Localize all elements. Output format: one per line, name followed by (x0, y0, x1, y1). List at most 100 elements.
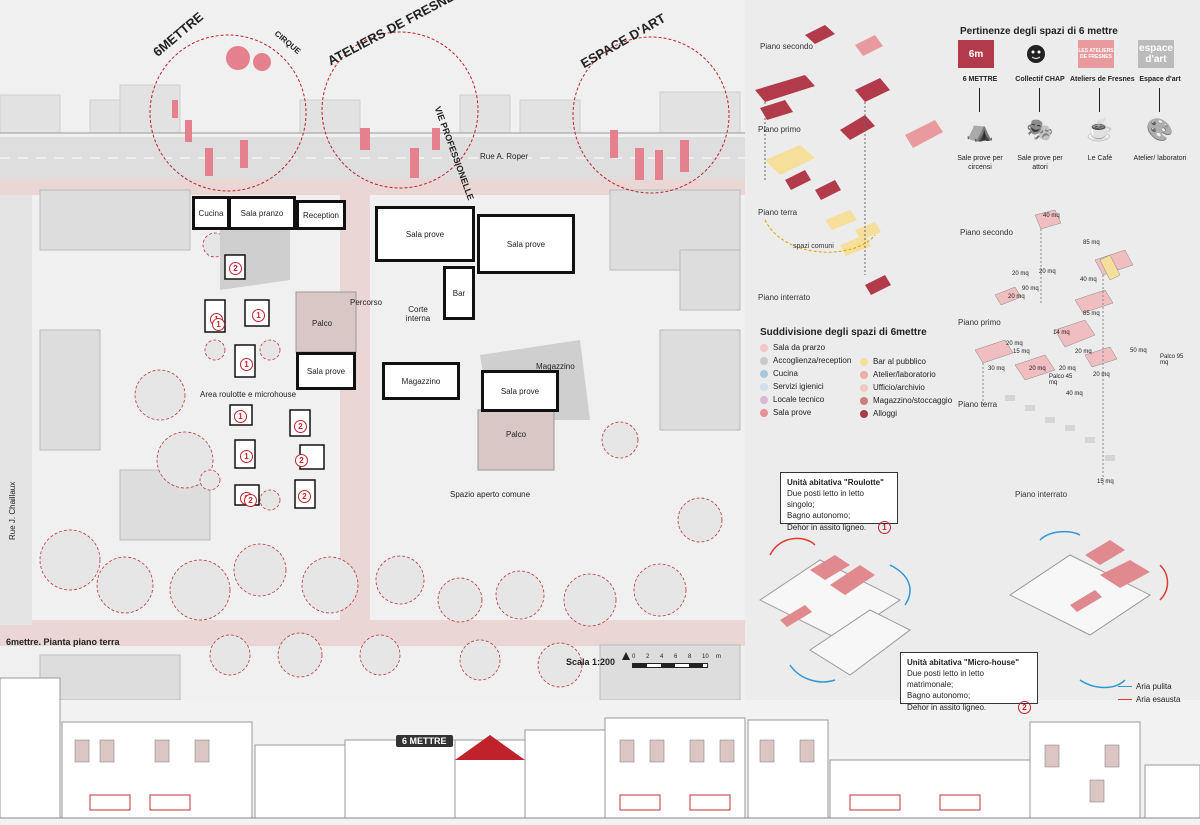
legend-label: Sala prove (773, 408, 812, 417)
label-percorso: Percorso (350, 298, 383, 307)
down-arrow-icon (979, 88, 980, 112)
legend-swatch (860, 396, 868, 405)
microhouse-line-3: Dehor in assito ligneo. (907, 703, 987, 712)
legend-item: Cucina (760, 367, 851, 380)
axo-spazi-comuni: spazi comuni (793, 243, 834, 250)
areas-floor-secondo: Piano secondo (960, 228, 1013, 237)
street-label-chaillaux: Rue J. Chaillaux (8, 481, 17, 540)
scale-tick: 4 (660, 654, 664, 660)
pertinenze-title: Pertinenze degli spazi di 6 mettre (960, 26, 1118, 37)
scale-line (632, 663, 708, 668)
down-arrow-icon (1159, 88, 1160, 112)
legend-label: Cucina (773, 369, 798, 378)
area-label: 20 mq (1039, 269, 1056, 275)
area-label: 30 mq (988, 366, 1005, 372)
area-label: 40 mq (1080, 277, 1097, 283)
legend-label: Servizi igienici (773, 382, 824, 391)
unit-isometrics (759, 530, 1169, 689)
legend-item: Ufficio/archivio (860, 381, 952, 394)
microhouse-number: 2 (1018, 701, 1031, 714)
legend-item: Bar al pubblico (860, 355, 952, 368)
axo-floor-terra: Piano terra (758, 208, 798, 217)
area-label: 85 mq (1083, 240, 1100, 246)
roulotte-info-box: Unità abitativa "Roulotte" Due posti let… (780, 472, 898, 534)
tent-icon: ⛺ (966, 117, 994, 142)
area-label: 20 mq (1012, 271, 1029, 277)
use-label: Sale prove per circensi (957, 155, 1003, 171)
unit-number: 2 (294, 420, 307, 433)
areas-floor-terra: Piano terra (958, 400, 998, 409)
logo-6-mettre: 6m (958, 40, 994, 68)
down-arrow-icon (1039, 88, 1040, 112)
legend-item: Magazzino/stoccaggio (860, 394, 952, 407)
area-label: 20 mq (1008, 294, 1025, 300)
area-label: 90 mq (1022, 286, 1039, 292)
legend-item: Locale tecnico (760, 393, 851, 406)
area-label: Palco 45 mq (1049, 374, 1073, 386)
room-reception: Reception (296, 200, 346, 230)
logo-name: Espace d'art (1139, 76, 1181, 83)
legend-label: Accoglienza/reception (773, 356, 852, 365)
area-label: 14 mq (1053, 330, 1070, 336)
scale-tick: 0 (632, 654, 636, 660)
unit-number: 2 (229, 262, 242, 275)
legend-label: Magazzino/stoccaggio (873, 396, 953, 405)
plan-title: 6mettre. Pianta piano terra (6, 637, 120, 647)
room-sala-prove-1: Sala prove (375, 206, 475, 262)
legend-swatch (760, 408, 768, 417)
air-legend-exhaust: Aria esausta (1118, 693, 1180, 706)
palette-icon: 🎨 (1146, 117, 1174, 142)
axo-floor-interrato: Piano interrato (758, 293, 811, 302)
scale-tick: 2 (646, 654, 650, 660)
room-cucina: Cucina (192, 196, 230, 230)
legend-label: Alloggi (873, 409, 898, 418)
scale-tick: 10 (702, 654, 709, 660)
logo-name: Collectif CHAP (1015, 76, 1065, 83)
area-label: 20 mq (1093, 372, 1110, 378)
areas-floor-primo: Piano primo (958, 318, 1001, 327)
area-label: 20 mq (1006, 341, 1023, 347)
air-legend-clean: Aria pulita (1118, 680, 1180, 693)
room-magazzino-1: Magazzino (382, 362, 460, 400)
microhouse-line-2: Bagno autonomo; (907, 691, 971, 700)
logo-collectif-chap (1018, 40, 1054, 68)
axo-floor-secondo: Piano secondo (760, 42, 813, 51)
unit-number: 1 (252, 309, 265, 322)
unit-number: 1 (234, 410, 247, 423)
legend-swatch (760, 395, 768, 404)
exploded-areas-diagram (974, 209, 1134, 485)
label-palco-1: Palco (312, 319, 333, 328)
legend-label: Atelier/laboratorio (873, 370, 936, 379)
logo-espace-d-art: espace d'art (1138, 40, 1174, 68)
use-label: Sale prove per attori (1017, 155, 1063, 171)
logo-ateliers-de-fresnes: LES ATELIERS DE FRESNES (1078, 40, 1114, 68)
areas-floor-interrato: Piano interrato (1015, 490, 1068, 499)
room-sala-pranzo: Sala pranzo (228, 196, 296, 230)
legend-label: Sala da prarzo (773, 343, 826, 352)
legend-swatch (860, 357, 868, 366)
legend-label: Bar al pubblico (873, 357, 926, 366)
logo-name: Ateliers de Fresnes (1070, 76, 1135, 83)
roulotte-number: 1 (878, 521, 891, 534)
down-arrow-icon (1099, 88, 1100, 112)
area-label: 15 mq (1097, 479, 1114, 485)
microhouse-line-1: Due posti letto in letto matrimonale; (907, 669, 984, 689)
label-corte-interna: Corte interna (405, 305, 431, 323)
unit-number: 1 (212, 318, 225, 331)
roulotte-line-3: Dehor in assito ligneo. (787, 523, 867, 532)
legend-swatch (760, 382, 768, 391)
scale-tick: 6 (674, 654, 678, 660)
unit-number: 1 (240, 358, 253, 371)
scale-tick: 8 (688, 654, 692, 660)
roulotte-line-1: Due posti letto in letto singolo; (787, 489, 864, 509)
unit-number: 1 (240, 450, 253, 463)
use-label: Atelier/ laboratori (1133, 155, 1187, 162)
area-label: 20 mq (1029, 366, 1046, 372)
elevation-sign: 6 METTRE (396, 735, 453, 747)
label-spazio-aperto: Spazio aperto comune (450, 490, 531, 499)
street-label-roper: Rue A. Roper (480, 152, 529, 161)
legend-label: Ufficio/archivio (873, 383, 925, 392)
use-label: Le Cafè (1087, 155, 1113, 162)
